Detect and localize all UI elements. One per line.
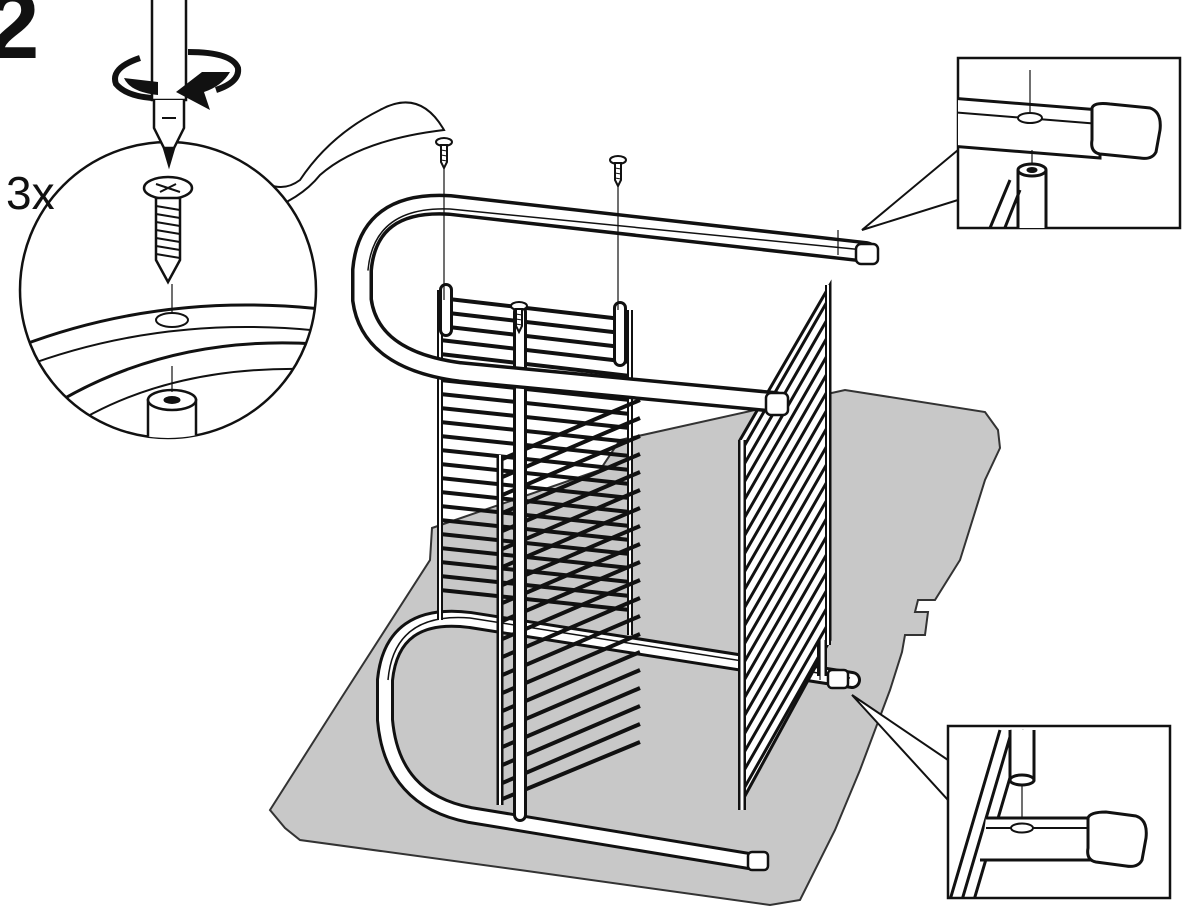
screw-detail-callout bbox=[18, 140, 318, 440]
front-wire-rack bbox=[496, 398, 641, 805]
bottom-detail-box bbox=[946, 724, 1172, 900]
screw-icon bbox=[609, 155, 627, 310]
screw-icon bbox=[142, 175, 194, 285]
callout-pointers bbox=[256, 101, 959, 803]
rail-end-cap bbox=[826, 668, 850, 690]
step-number: 2 bbox=[0, 0, 40, 79]
screwdriver-icon bbox=[150, 0, 188, 170]
screws bbox=[435, 137, 839, 680]
rail-end-cap bbox=[764, 391, 790, 417]
base-rail bbox=[376, 609, 861, 872]
screw-icon bbox=[510, 301, 528, 335]
back-wire-rack bbox=[437, 290, 633, 635]
screw-quantity-label: 3x bbox=[6, 167, 55, 219]
rail-end-cap bbox=[854, 242, 880, 266]
rail-end-cap bbox=[746, 850, 770, 872]
top-detail-box bbox=[956, 56, 1182, 230]
upright-posts bbox=[439, 283, 627, 822]
clockwise-rotation-icon bbox=[112, 49, 242, 110]
screw-icon bbox=[435, 137, 453, 300]
side-panel-rack bbox=[738, 279, 832, 810]
